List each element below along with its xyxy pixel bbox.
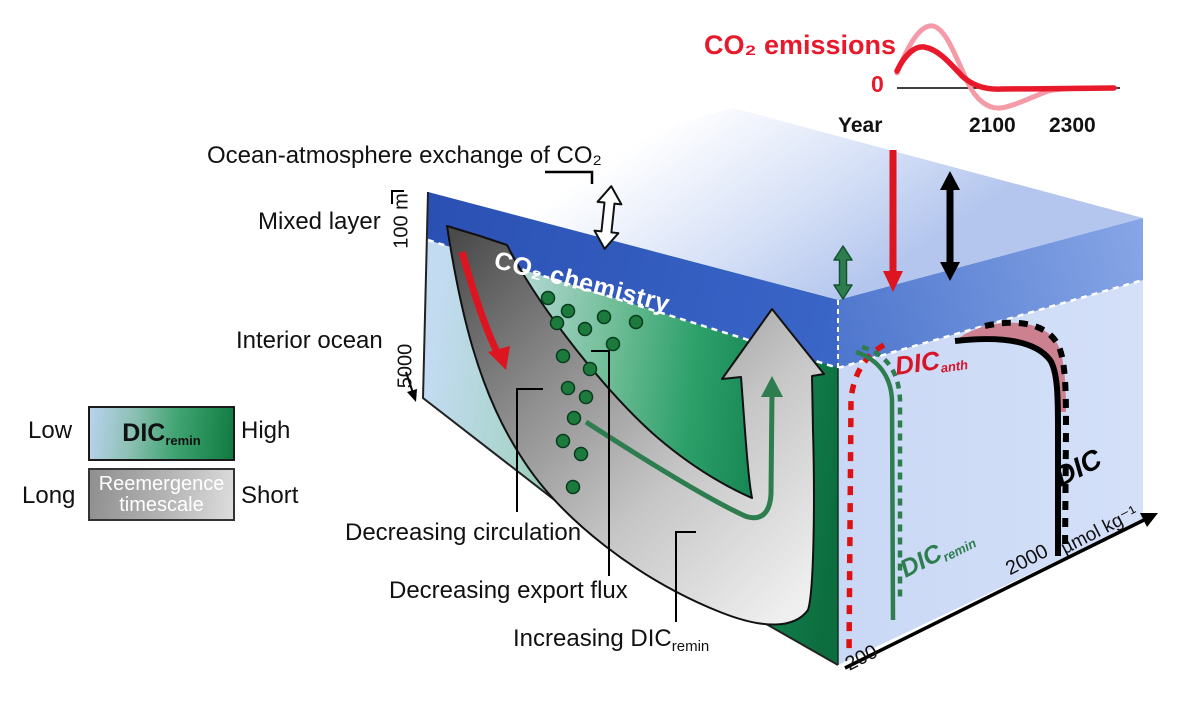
depth-scale-top-tick — [391, 190, 404, 204]
dic-anth-profile-dashed — [846, 342, 886, 657]
dic-remin-profile-solid — [855, 349, 896, 621]
leader-decreasing-export-flux — [591, 350, 610, 576]
mixed-layer-band-front — [428, 192, 838, 368]
legend-reemergence-gradient-bar: Reemergence timescale — [88, 468, 235, 521]
dic-remin-profile-dotted — [861, 344, 903, 602]
emissions-chart-title: CO₂ emissions — [704, 30, 897, 60]
emissions-zero-label: 0 — [871, 71, 884, 97]
dic-total-profile-dotted — [984, 319, 1070, 553]
mixed-layer-band-right — [838, 218, 1143, 368]
export-flux-particles — [540, 290, 644, 495]
legend-dic-gradient-bar: DICremin — [88, 406, 235, 461]
legend-short-label: Short — [241, 482, 299, 509]
leader-increasing-dic — [675, 531, 696, 622]
legend-low-label: Low — [28, 417, 73, 444]
emissions-tick-2100: 2100 — [969, 114, 1016, 137]
concentration-axis — [844, 517, 1147, 670]
sinking-arrowhead — [488, 346, 510, 370]
emissions-curve-pink — [894, 23, 1115, 111]
green-surface-exchange-arrow — [833, 245, 853, 300]
leader-ocean-atm-bracket — [545, 170, 594, 184]
concentration-axis-arrowhead — [1140, 513, 1158, 527]
mixed-layer-label: Mixed layer — [258, 208, 381, 235]
ocean-atm-exchange-label: Ocean-atmosphere exchange of CO₂ — [207, 142, 602, 169]
legend-reemergence-text: Reemergence timescale — [98, 472, 225, 516]
depth-5000-label: 5000 — [394, 343, 417, 389]
dic-anthropogenic-fill — [955, 322, 1066, 412]
legend-high-label: High — [241, 417, 291, 444]
decreasing-export-flux-label: Decreasing export flux — [389, 577, 628, 604]
legend-dic-text: DICremin — [122, 419, 201, 448]
emissions-x-axis-label: Year — [838, 114, 883, 137]
emissions-to-ocean-arrowhead — [883, 271, 903, 292]
emissions-tick-2300: 2300 — [1049, 114, 1096, 137]
box-top-face — [428, 108, 1143, 300]
interior-ocean-label: Interior ocean — [236, 327, 383, 354]
legend-long-label: Long — [22, 482, 76, 509]
decreasing-circulation-label: Decreasing circulation — [345, 519, 582, 546]
sinking-arrow — [458, 251, 502, 356]
atmosphere-flux-double-arrow — [940, 171, 960, 281]
increasing-dic-main: Increasing DIC — [513, 625, 672, 652]
increasing-dic-label: Increasing DICremin — [513, 626, 709, 655]
ocean-atm-exchange-arrow — [593, 185, 623, 250]
leader-decreasing-circulation — [516, 388, 543, 512]
circulation-conveyor-ribbon — [446, 225, 825, 626]
dic-total-profile-solid — [954, 336, 1061, 556]
emissions-curve-red — [894, 44, 1117, 92]
depth-100m-label: 100 m — [390, 193, 413, 249]
depth-scale-arrowhead — [407, 389, 417, 402]
increasing-dic-subscript: remin — [671, 638, 710, 655]
reemergence-arrow — [584, 391, 775, 521]
reemergence-arrowhead — [761, 376, 783, 397]
depth-scale-line — [405, 371, 414, 394]
